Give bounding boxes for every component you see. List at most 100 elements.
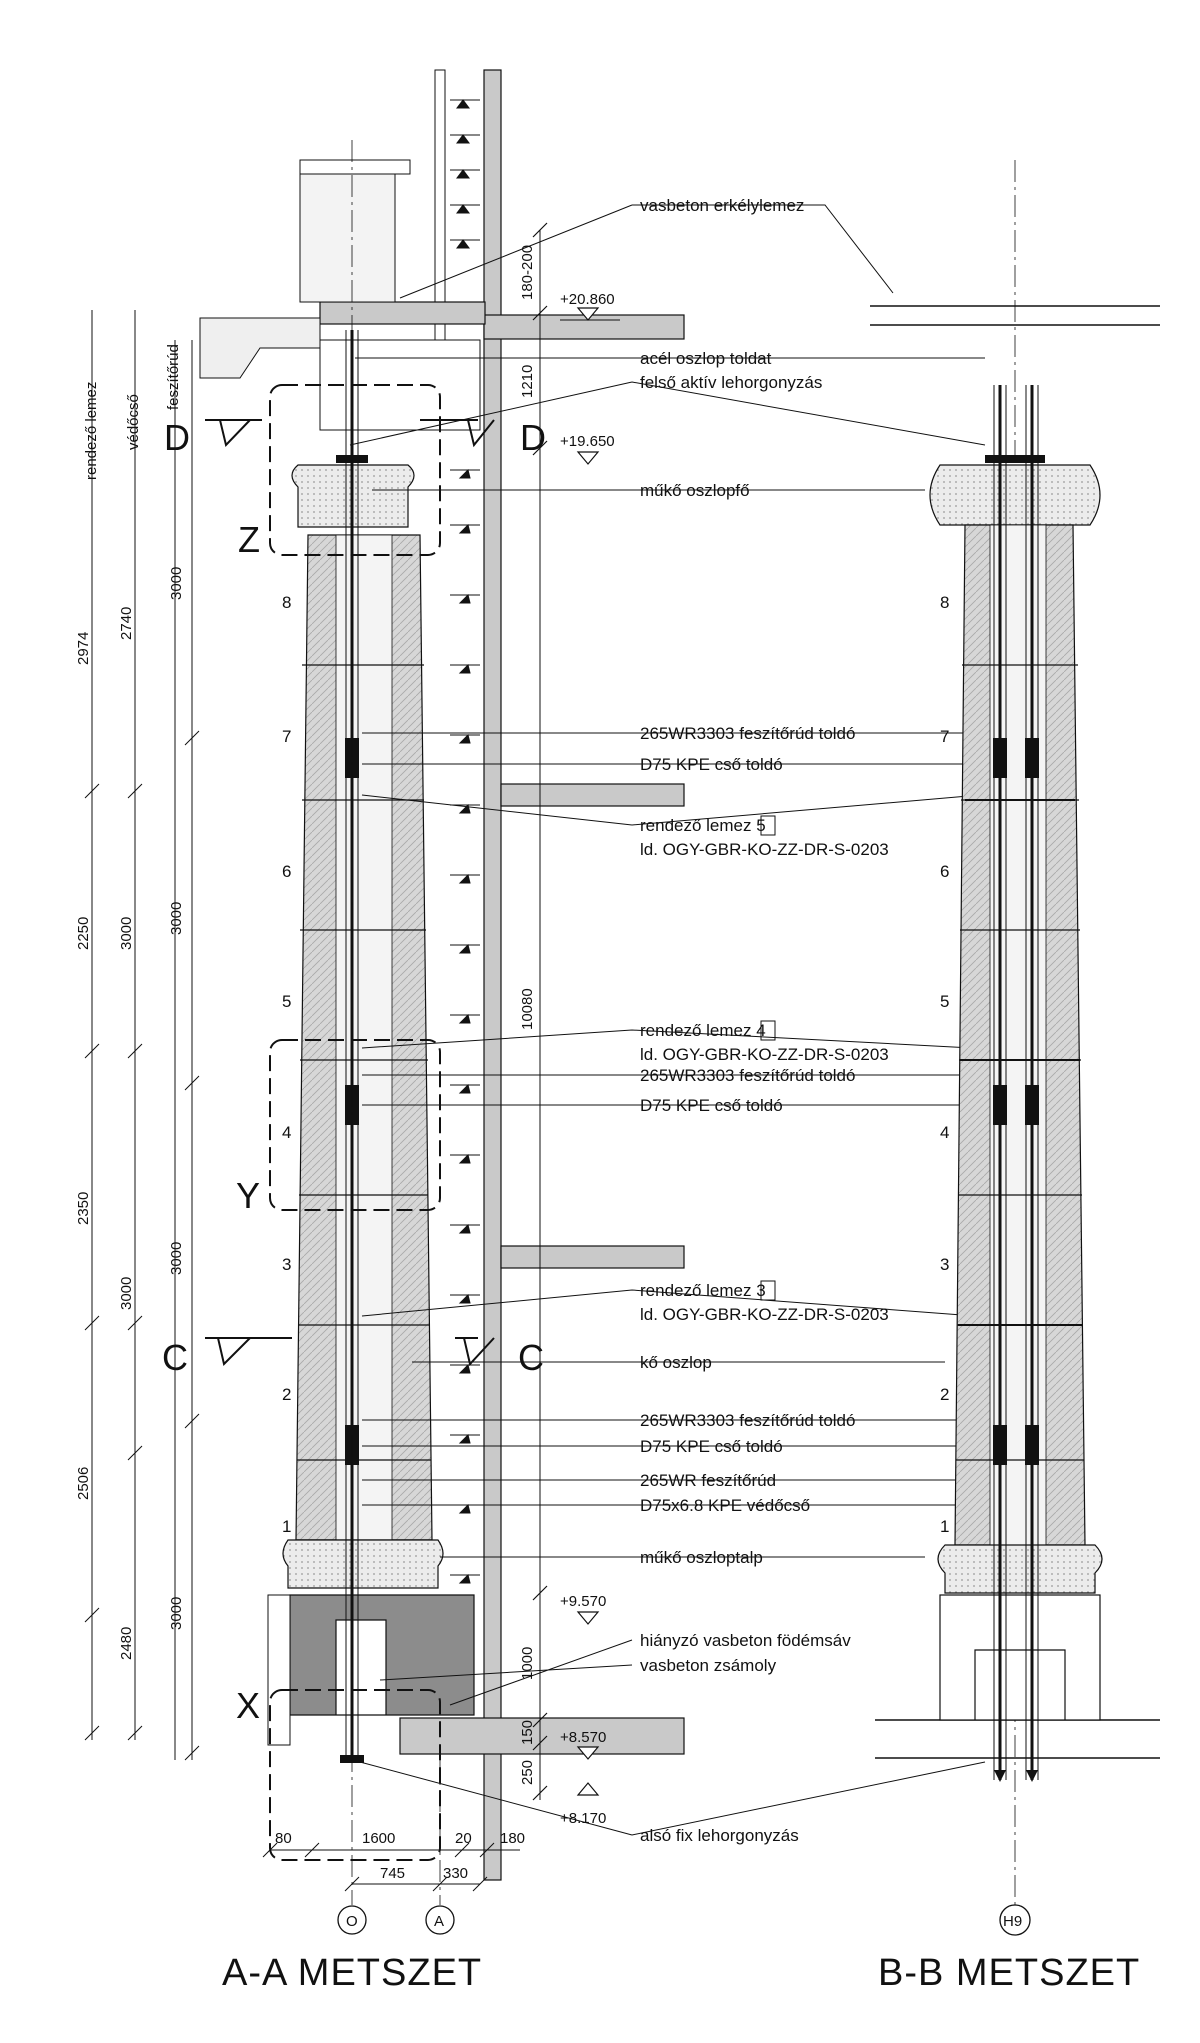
dim-1210: 1210 xyxy=(519,365,536,398)
lemez3-box xyxy=(760,1280,776,1301)
label-talp: műkő oszloptalp xyxy=(640,1548,763,1567)
dim-bottom-1600: 1600 xyxy=(362,1830,395,1847)
dim-inner-3000d: 3000 xyxy=(168,1597,185,1630)
side-label-rendezo: rendező lemez xyxy=(83,382,100,480)
title-a-a: A-A METSZET xyxy=(222,1952,482,1994)
dim-inner-3000b: 3000 xyxy=(168,902,185,935)
plates-b xyxy=(958,799,1082,1326)
capital-b xyxy=(929,464,1101,526)
lemez5-box xyxy=(760,815,776,836)
drum-7-b: 7 xyxy=(940,727,949,746)
axis-bubble-h9: H9 xyxy=(999,1904,1031,1936)
dim-outer-2506: 2506 xyxy=(75,1467,92,1500)
label-wr-rud: 265WR feszítőrúd xyxy=(640,1471,776,1490)
label-ko-oszlop: kő oszlop xyxy=(640,1353,712,1372)
detail-box-y xyxy=(269,1039,441,1211)
drum-1-a: 1 xyxy=(282,1517,291,1536)
axis-bubble-a: A xyxy=(425,1905,455,1935)
label-wr-toldo-3: 265WR3303 feszítőrúd toldó xyxy=(640,1411,855,1430)
drum-3-b: 3 xyxy=(940,1255,949,1274)
drum-3-a: 3 xyxy=(282,1255,291,1274)
dim-outer-2350: 2350 xyxy=(75,1192,92,1225)
callout-labels: vasbeton erkélylemez acél oszlop toldat … xyxy=(640,196,889,1845)
label-kpe-toldo-3: D75 KPE cső toldó xyxy=(640,1437,783,1456)
slab-top xyxy=(483,314,685,340)
label-lemez5-ref: ld. OGY-GBR-KO-ZZ-DR-S-0203 xyxy=(640,840,889,859)
drum-1-b: 1 xyxy=(940,1517,949,1536)
base-b xyxy=(937,1544,1103,1594)
drum-joints-a xyxy=(297,664,432,1541)
drum-6-a: 6 xyxy=(282,862,291,881)
detail-label-x: X xyxy=(236,1685,260,1726)
label-wr-toldo-1: 265WR3303 feszítőrúd toldó xyxy=(640,724,855,743)
level-20860: +20.860 xyxy=(560,291,615,308)
cornice-profile xyxy=(199,317,321,379)
pedestal-a xyxy=(289,1594,475,1716)
axis-label-h9: H9 xyxy=(1003,1913,1022,1930)
label-toldat: acél oszlop toldat xyxy=(640,349,772,368)
label-erkely: vasbeton erkélylemez xyxy=(640,196,804,215)
section-mark-d-right: D xyxy=(520,417,546,458)
couplers-a xyxy=(345,738,359,1465)
label-kpe-toldo-2: D75 KPE cső toldó xyxy=(640,1096,783,1115)
label-lemez3-ref: ld. OGY-GBR-KO-ZZ-DR-S-0203 xyxy=(640,1305,889,1324)
dim-bottom-20: 20 xyxy=(455,1830,472,1847)
leader-lines xyxy=(349,204,986,1836)
level-8170: +8.170 xyxy=(560,1810,606,1827)
label-kpe-vedo: D75x6.8 KPE védőcső xyxy=(640,1496,810,1515)
upper-cornice-cap xyxy=(299,159,411,175)
base-a xyxy=(282,1539,444,1589)
slab-bottom xyxy=(399,1717,685,1755)
label-lemez5: rendező lemez 5 xyxy=(640,816,766,835)
dim-180-200: 180-200 xyxy=(519,245,536,300)
dim-150: 150 xyxy=(519,1720,536,1745)
drum-numbers-b: 8 7 6 5 4 3 2 1 xyxy=(940,593,949,1536)
drum-6-b: 6 xyxy=(940,862,949,881)
balcony-slab-b xyxy=(870,305,1160,326)
dim-outer-2250: 2250 xyxy=(75,917,92,950)
label-hianyzo: hiányzó vasbeton födémsáv xyxy=(640,1631,851,1650)
pedestal-left xyxy=(267,1594,291,1746)
column-core-a xyxy=(335,534,393,1541)
level-8570: +8.570 xyxy=(560,1729,606,1746)
drum-4-a: 4 xyxy=(282,1123,291,1142)
detail-label-y: Y xyxy=(236,1175,260,1216)
section-mark-d-left: D xyxy=(164,417,190,458)
section-b-b: 8 7 6 5 4 3 2 1 H9 B-B METSZET xyxy=(870,160,1160,1994)
side-label-feszitorud: feszítőrúd xyxy=(165,344,182,410)
dim-bottom-330: 330 xyxy=(443,1865,468,1882)
bottom-dimensions xyxy=(262,1842,520,1892)
bottom-anchors-b xyxy=(994,1770,1038,1782)
slab-mid-1 xyxy=(500,783,685,807)
dim-250: 250 xyxy=(519,1760,536,1785)
dim-10080: 10080 xyxy=(519,988,536,1030)
label-oszlopfo: műkő oszlopfő xyxy=(640,481,750,500)
axis-bubble-o: O xyxy=(337,1905,367,1935)
wall-inner-leaf xyxy=(434,69,446,371)
drum-8-b: 8 xyxy=(940,593,949,612)
lemez4-box xyxy=(760,1020,776,1041)
axis-label-o: O xyxy=(346,1913,358,1930)
slab-mid-2 xyxy=(500,1245,685,1269)
tendons-b xyxy=(993,385,1039,1780)
pedestal-b xyxy=(939,1594,1101,1721)
level-19650: +19.650 xyxy=(560,433,615,450)
drum-4-b: 4 xyxy=(940,1123,949,1142)
label-lemez4-ref: ld. OGY-GBR-KO-ZZ-DR-S-0203 xyxy=(640,1045,889,1064)
dim-outer-2974: 2974 xyxy=(75,632,92,665)
dim-inner-3000a: 3000 xyxy=(168,567,185,600)
axis-label-a: A xyxy=(434,1913,444,1930)
label-lemez3: rendező lemez 3 xyxy=(640,1281,766,1300)
label-zsamoly: vasbeton zsámoly xyxy=(640,1656,777,1675)
dim-inner-3000c: 3000 xyxy=(168,1242,185,1275)
drum-numbers-a: 8 7 6 5 4 3 2 1 xyxy=(282,593,291,1536)
dim-bottom-80: 80 xyxy=(275,1830,292,1847)
drum-2-a: 2 xyxy=(282,1385,291,1404)
label-lemez4: rendező lemez 4 xyxy=(640,1021,766,1040)
dim-outer-2480: 2480 xyxy=(118,1627,135,1660)
section-cut-d: D D xyxy=(164,417,546,458)
wall-vertical xyxy=(483,69,502,1881)
level-markers: +20.860 +19.650 +9.570 +8.570 +8.170 xyxy=(560,291,620,1827)
label-kpe-toldo-1: D75 KPE cső toldó xyxy=(640,755,783,774)
